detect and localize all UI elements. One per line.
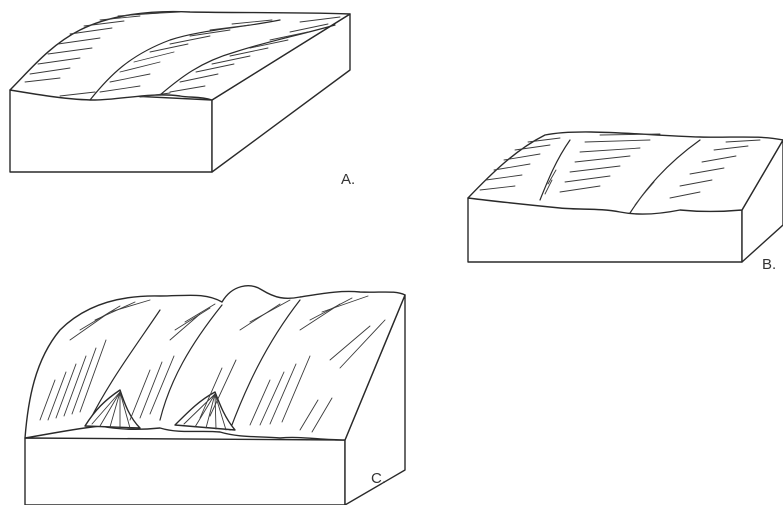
block-b [468,132,783,262]
block-b-top-surface [468,132,783,214]
block-a [10,12,350,172]
block-b-label: B. [762,257,776,272]
block-a-front-face [10,90,212,172]
block-c-front-face [25,438,345,505]
block-a-label: A. [341,172,355,187]
block-c-label: C. [371,471,386,486]
block-c [25,286,405,505]
